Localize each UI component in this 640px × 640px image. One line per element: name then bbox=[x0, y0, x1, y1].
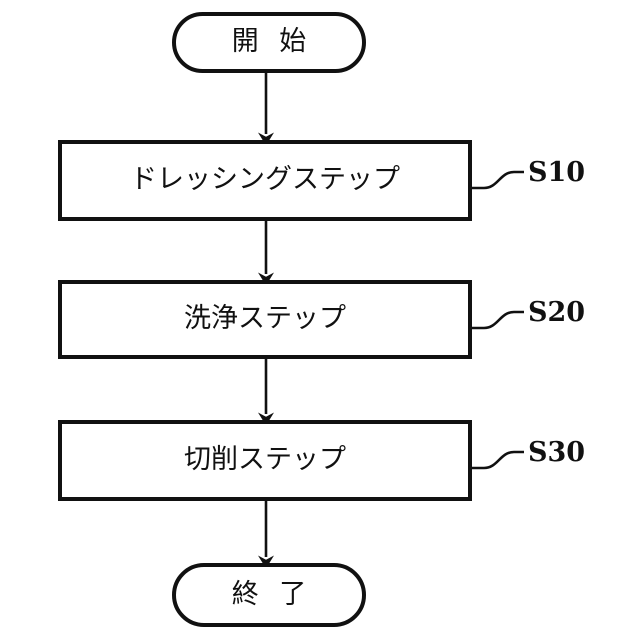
leader-line-s20 bbox=[472, 310, 524, 330]
leader-line-s10 bbox=[472, 170, 524, 190]
node-start-label: 開 始 bbox=[231, 26, 313, 57]
node-step1-label: ドレッシングステップ bbox=[130, 164, 400, 195]
node-step2-label: 洗浄ステップ bbox=[184, 303, 346, 334]
step-ref-s30: S30 bbox=[528, 437, 586, 468]
node-end-label: 終 了 bbox=[231, 578, 313, 610]
node-start[interactable]: 開 始 bbox=[172, 12, 366, 73]
node-end[interactable]: 終 了 bbox=[172, 563, 366, 627]
node-step3-cutting[interactable]: 切削ステップ bbox=[58, 420, 472, 501]
node-step1-dressing[interactable]: ドレッシングステップ bbox=[58, 140, 472, 221]
node-step3-label: 切削ステップ bbox=[184, 444, 346, 475]
node-step2-cleaning[interactable]: 洗浄ステップ bbox=[58, 280, 472, 359]
step-ref-s10: S10 bbox=[528, 157, 586, 188]
leader-line-s30 bbox=[472, 450, 524, 470]
step-ref-s20: S20 bbox=[528, 297, 586, 328]
